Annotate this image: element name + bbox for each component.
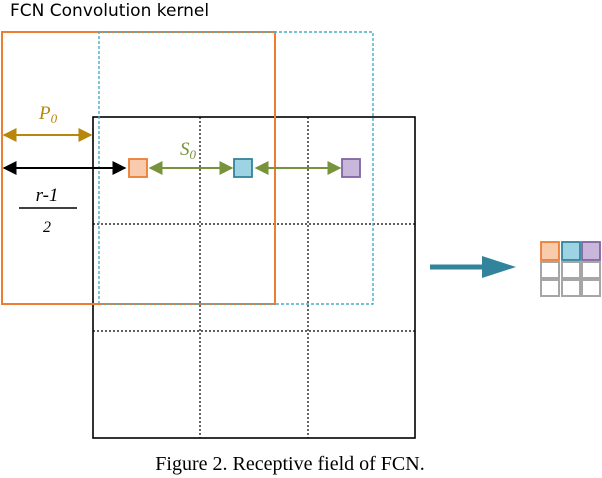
- output-cell-3: [581, 241, 601, 261]
- fraction-denominator: 2: [43, 219, 51, 236]
- kernel-center-1: [128, 158, 148, 178]
- kernel-center-3: [341, 158, 361, 178]
- figure-caption: Figure 2. Receptive field of FCN.: [155, 453, 424, 475]
- p0-label: P0: [38, 103, 58, 126]
- kernel-center-2: [233, 158, 253, 178]
- output-map: [540, 241, 601, 297]
- diagram-title: FCN Convolution kernel: [10, 1, 209, 21]
- output-cell-2: [561, 241, 581, 261]
- s0-label: S0: [180, 139, 197, 162]
- fraction-numerator: r-1: [36, 185, 59, 206]
- output-cell-1: [540, 241, 560, 261]
- output-arrow: [430, 256, 516, 278]
